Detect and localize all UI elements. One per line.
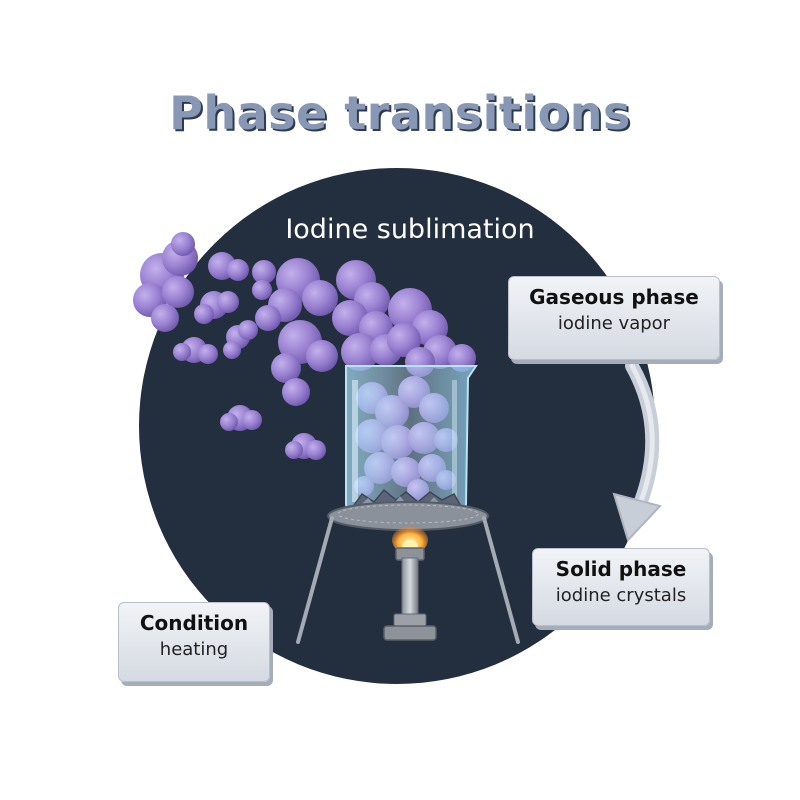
- scene-title: Iodine sublimation: [285, 214, 535, 245]
- solid-phase-box: Solid phase iodine crystals: [532, 548, 710, 626]
- condition-heading: Condition: [139, 611, 249, 635]
- beaker: [345, 365, 478, 513]
- page-title: Phase transitions: [169, 86, 631, 140]
- gaseous-phase-subtitle: iodine vapor: [557, 313, 671, 334]
- wire-gauze: [327, 501, 489, 531]
- solid-phase-heading: Solid phase: [555, 557, 687, 581]
- curved-arrow: [612, 359, 662, 542]
- gaseous-phase-heading: Gaseous phase: [529, 285, 699, 309]
- condition-subtitle: heating: [159, 639, 229, 660]
- solid-phase-subtitle: iodine crystals: [555, 585, 687, 606]
- tripod: [296, 516, 520, 644]
- gaseous-phase-box: Gaseous phase iodine vapor: [508, 276, 720, 360]
- bunsen-burner: [383, 547, 437, 641]
- condition-box: Condition heating: [118, 602, 270, 682]
